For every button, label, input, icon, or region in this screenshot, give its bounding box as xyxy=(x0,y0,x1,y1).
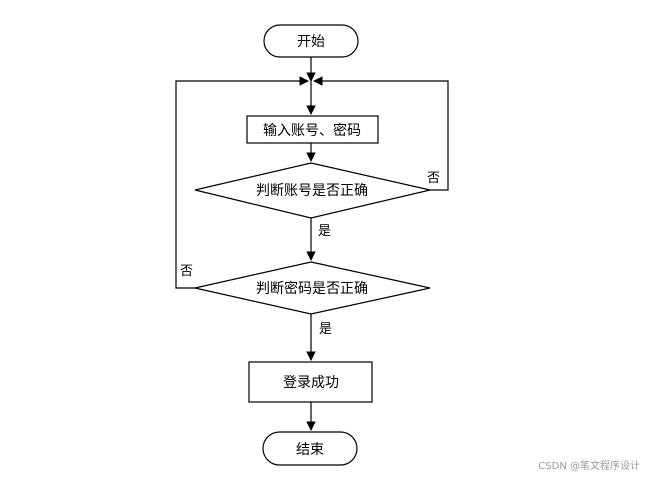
account-check-node: 判断账号是否正确 xyxy=(194,162,431,219)
start-node: 开始 xyxy=(263,24,359,58)
account-check-label: 判断账号是否正确 xyxy=(256,183,368,199)
start-node-label: 开始 xyxy=(297,34,325,50)
account-yes-label: 是 xyxy=(318,224,331,239)
input-node-label: 输入账号、密码 xyxy=(263,122,361,139)
end-node: 结束 xyxy=(262,431,358,466)
success-node-label: 登录成功 xyxy=(283,375,339,391)
end-node-label: 结束 xyxy=(296,442,324,458)
edge-account-no-loop xyxy=(313,76,449,191)
password-yes-label: 是 xyxy=(319,322,332,337)
account-no-label: 否 xyxy=(427,171,440,186)
input-node: 输入账号、密码 xyxy=(246,115,379,144)
edge-password-no-loop xyxy=(175,76,309,289)
password-no-label: 否 xyxy=(180,264,193,279)
success-node: 登录成功 xyxy=(248,361,373,403)
password-check-label: 判断密码是否正确 xyxy=(256,280,368,297)
password-check-node: 判断密码是否正确 xyxy=(194,261,431,315)
watermark-text: CSDN @笔文程序设计 xyxy=(538,459,640,472)
